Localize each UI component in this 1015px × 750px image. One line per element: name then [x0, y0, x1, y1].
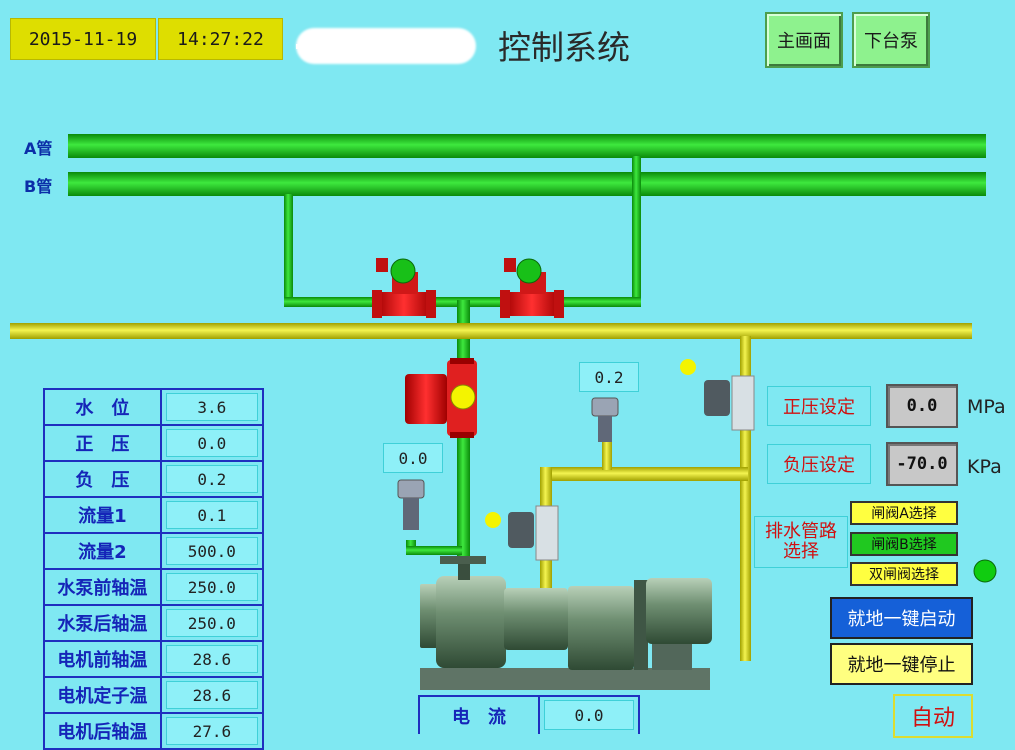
- pipe-b-label: B管: [24, 177, 53, 196]
- drain-pipe: [10, 323, 972, 339]
- valve-right: [500, 258, 564, 318]
- parameter-value: 0.0: [165, 429, 258, 457]
- drain-route-label: 排水管路选择: [754, 516, 848, 568]
- parameter-name: 流量1: [43, 496, 162, 534]
- indicator-yellow-1: [680, 359, 696, 375]
- negative-pressure-input[interactable]: -70.0: [886, 442, 958, 486]
- parameter-value: 28.6: [165, 681, 258, 709]
- parameter-name: 电机前轴温: [43, 640, 162, 678]
- parameter-value: 500.0: [165, 537, 258, 565]
- parameter-value-cell: 0.1: [159, 496, 265, 534]
- pipe-b: [68, 172, 986, 196]
- parameter-name: 流量2: [43, 532, 162, 570]
- parameter-name: 水 位: [43, 388, 162, 426]
- parameter-value-cell: 0.2: [159, 460, 265, 498]
- parameter-value: 0.1: [165, 501, 258, 529]
- parameter-value-cell: 28.6: [159, 640, 265, 678]
- local-stop-button[interactable]: 就地一键停止: [830, 643, 973, 685]
- main-valve: [405, 358, 477, 438]
- negative-pressure-unit: KPa: [967, 456, 1002, 478]
- parameter-name: 水泵后轴温: [43, 604, 162, 642]
- valve-left: [372, 258, 436, 318]
- indicator-yellow-2: [485, 512, 501, 528]
- gate-valve-a-button[interactable]: 闸阀A选择: [850, 501, 958, 525]
- parameter-name: 负 压: [43, 460, 162, 498]
- parameter-name: 水泵前轴温: [43, 568, 162, 606]
- indicator-green: [973, 559, 997, 583]
- date-display: 2015-11-19: [10, 18, 156, 60]
- parameter-value: 3.6: [165, 393, 258, 421]
- upper-pressure-transmitter: [591, 397, 619, 442]
- drain-valve-upper: [704, 375, 755, 431]
- upper-gauge-readout: 0.2: [579, 362, 639, 392]
- pump-motor-set: [420, 556, 712, 690]
- parameter-value: 28.6: [165, 645, 258, 673]
- parameter-value-cell: 250.0: [159, 604, 265, 642]
- mode-indicator[interactable]: 自动: [893, 694, 973, 738]
- main-screen-button[interactable]: 主画面: [765, 12, 843, 68]
- parameter-value: 250.0: [165, 573, 258, 601]
- title-redaction-line: [296, 44, 386, 49]
- parameter-value: 250.0: [165, 609, 258, 637]
- current-row: 电 流 0.0: [418, 695, 640, 734]
- positive-pressure-label: 正压设定: [767, 386, 871, 426]
- local-start-button[interactable]: 就地一键启动: [830, 597, 973, 639]
- positive-pressure-unit: MPa: [967, 396, 1006, 418]
- current-value: 0.0: [544, 700, 634, 730]
- parameter-value-cell: 250.0: [159, 568, 265, 606]
- parameter-value: 0.2: [165, 465, 258, 493]
- positive-pressure-input[interactable]: 0.0: [886, 384, 958, 428]
- parameter-value-cell: 500.0: [159, 532, 265, 570]
- page-title: 控制系统: [498, 28, 630, 67]
- parameter-name: 正 压: [43, 424, 162, 462]
- parameter-value-cell: 28.6: [159, 676, 265, 714]
- parameter-value: 27.6: [165, 717, 258, 745]
- parameter-value-cell: 27.6: [159, 712, 265, 750]
- process-diagram: [10, 134, 997, 690]
- parameter-value-cell: 0.0: [159, 424, 265, 462]
- pipe-a-label: A管: [24, 139, 53, 158]
- dual-gate-valve-button[interactable]: 双闸阀选择: [850, 562, 958, 586]
- current-label: 电 流: [420, 697, 540, 734]
- lower-gauge-readout: 0.0: [383, 443, 443, 473]
- parameter-value-cell: 3.6: [159, 388, 265, 426]
- drain-valve-lower: [508, 505, 559, 561]
- next-pump-button[interactable]: 下台泵: [852, 12, 930, 68]
- parameter-name: 电机后轴温: [43, 712, 162, 750]
- lower-pressure-transmitter: [397, 479, 425, 530]
- time-display: 14:27:22: [158, 18, 283, 60]
- negative-pressure-label: 负压设定: [767, 444, 871, 484]
- gate-valve-b-button[interactable]: 闸阀B选择: [850, 532, 958, 556]
- pipe-a: [68, 134, 986, 158]
- parameter-name: 电机定子温: [43, 676, 162, 714]
